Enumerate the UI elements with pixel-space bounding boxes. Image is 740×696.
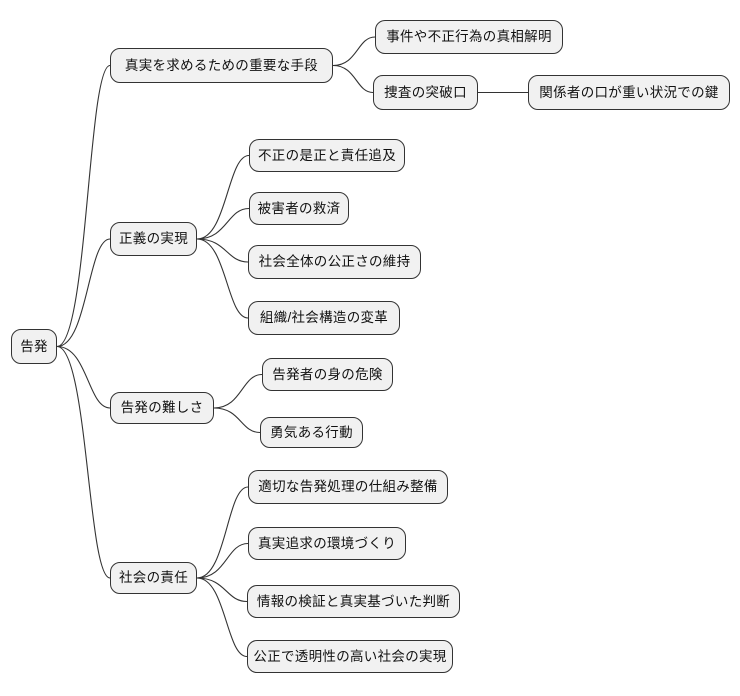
node-label-correct: 不正の是正と責任追及	[258, 147, 396, 163]
node-label-courage: 勇気ある行動	[270, 424, 353, 440]
node-label-environment: 真実追求の環境づくり	[258, 535, 396, 551]
edge-justice-fairness	[196, 238, 249, 263]
edge-difficulty-danger	[213, 373, 263, 409]
node-label-transparent: 公正で透明性の高い社会の実現	[253, 648, 447, 664]
node-label-responsibility: 社会の責任	[119, 570, 188, 586]
node-label-danger: 告発者の身の危険	[272, 366, 383, 382]
mindmap-node-correct: 不正の是正と責任追及	[249, 139, 405, 172]
mindmap-node-truth: 事件や不正行為の真相解明	[375, 20, 563, 54]
node-label-system: 適切な告発処理の仕組み整備	[258, 479, 438, 495]
node-label-means: 真実を求めるための重要な手段	[124, 57, 319, 73]
node-label-reform: 組織/社会構造の変革	[259, 310, 389, 326]
edge-means-truth	[332, 36, 376, 67]
edge-means-breakthrough	[332, 64, 374, 94]
node-label-justice: 正義の実現	[119, 231, 188, 247]
mindmap-node-danger: 告発者の身の危険	[262, 358, 393, 391]
edge-justice-reform	[196, 238, 249, 319]
mindmap-node-verify: 情報の検証と真実基づいた判断	[247, 585, 460, 618]
mindmap-node-environment: 真実追求の環境づくり	[248, 527, 406, 560]
node-label-key: 関係者の口が重い状況での鍵	[539, 84, 719, 100]
mindmap-node-key: 関係者の口が重い状況での鍵	[528, 75, 730, 110]
mindmap-node-reform: 組織/社会構造の変革	[248, 301, 400, 335]
mindmap-node-system: 適切な告発処理の仕組み整備	[248, 470, 448, 504]
edge-responsibility-transparent	[196, 577, 248, 658]
edge-root-responsibility	[56, 345, 111, 579]
edge-root-justice	[56, 238, 111, 348]
node-label-fairness: 社会全体の公正さの維持	[258, 254, 411, 270]
edge-responsibility-system	[196, 486, 249, 579]
edge-responsibility-environment	[196, 542, 249, 579]
mindmap-node-transparent: 公正で透明性の高い社会の実現	[247, 640, 453, 673]
node-label-truth: 事件や不正行為の真相解明	[386, 29, 552, 45]
edge-root-means	[56, 64, 111, 348]
node-label-relief: 被害者の救済	[257, 200, 341, 216]
node-label-difficulty: 告発の難しさ	[120, 400, 204, 416]
edge-justice-relief	[196, 207, 250, 240]
mindmap-node-relief: 被害者の救済	[249, 192, 349, 225]
node-label-verify: 情報の検証と真実基づいた判断	[256, 593, 451, 609]
edge-responsibility-verify	[196, 577, 248, 603]
mindmap-node-breakthrough: 捜査の突破口	[373, 75, 478, 110]
node-label-root: 告発	[20, 338, 48, 354]
mindmap-node-fairness: 社会全体の公正さの維持	[248, 245, 421, 279]
mindmap-node-responsibility: 社会の責任	[110, 562, 197, 594]
mindmap-node-difficulty: 告発の難しさ	[110, 392, 214, 424]
edge-justice-correct	[196, 154, 250, 240]
mindmap-node-root: 告発	[11, 329, 57, 364]
mindmap-node-justice: 正義の実現	[110, 222, 197, 256]
mindmap-node-means: 真実を求めるための重要な手段	[110, 48, 333, 83]
edge-root-difficulty	[56, 345, 111, 409]
edge-difficulty-courage	[213, 407, 261, 434]
node-label-breakthrough: 捜査の突破口	[384, 84, 467, 100]
mindmap-node-courage: 勇気ある行動	[260, 417, 363, 448]
